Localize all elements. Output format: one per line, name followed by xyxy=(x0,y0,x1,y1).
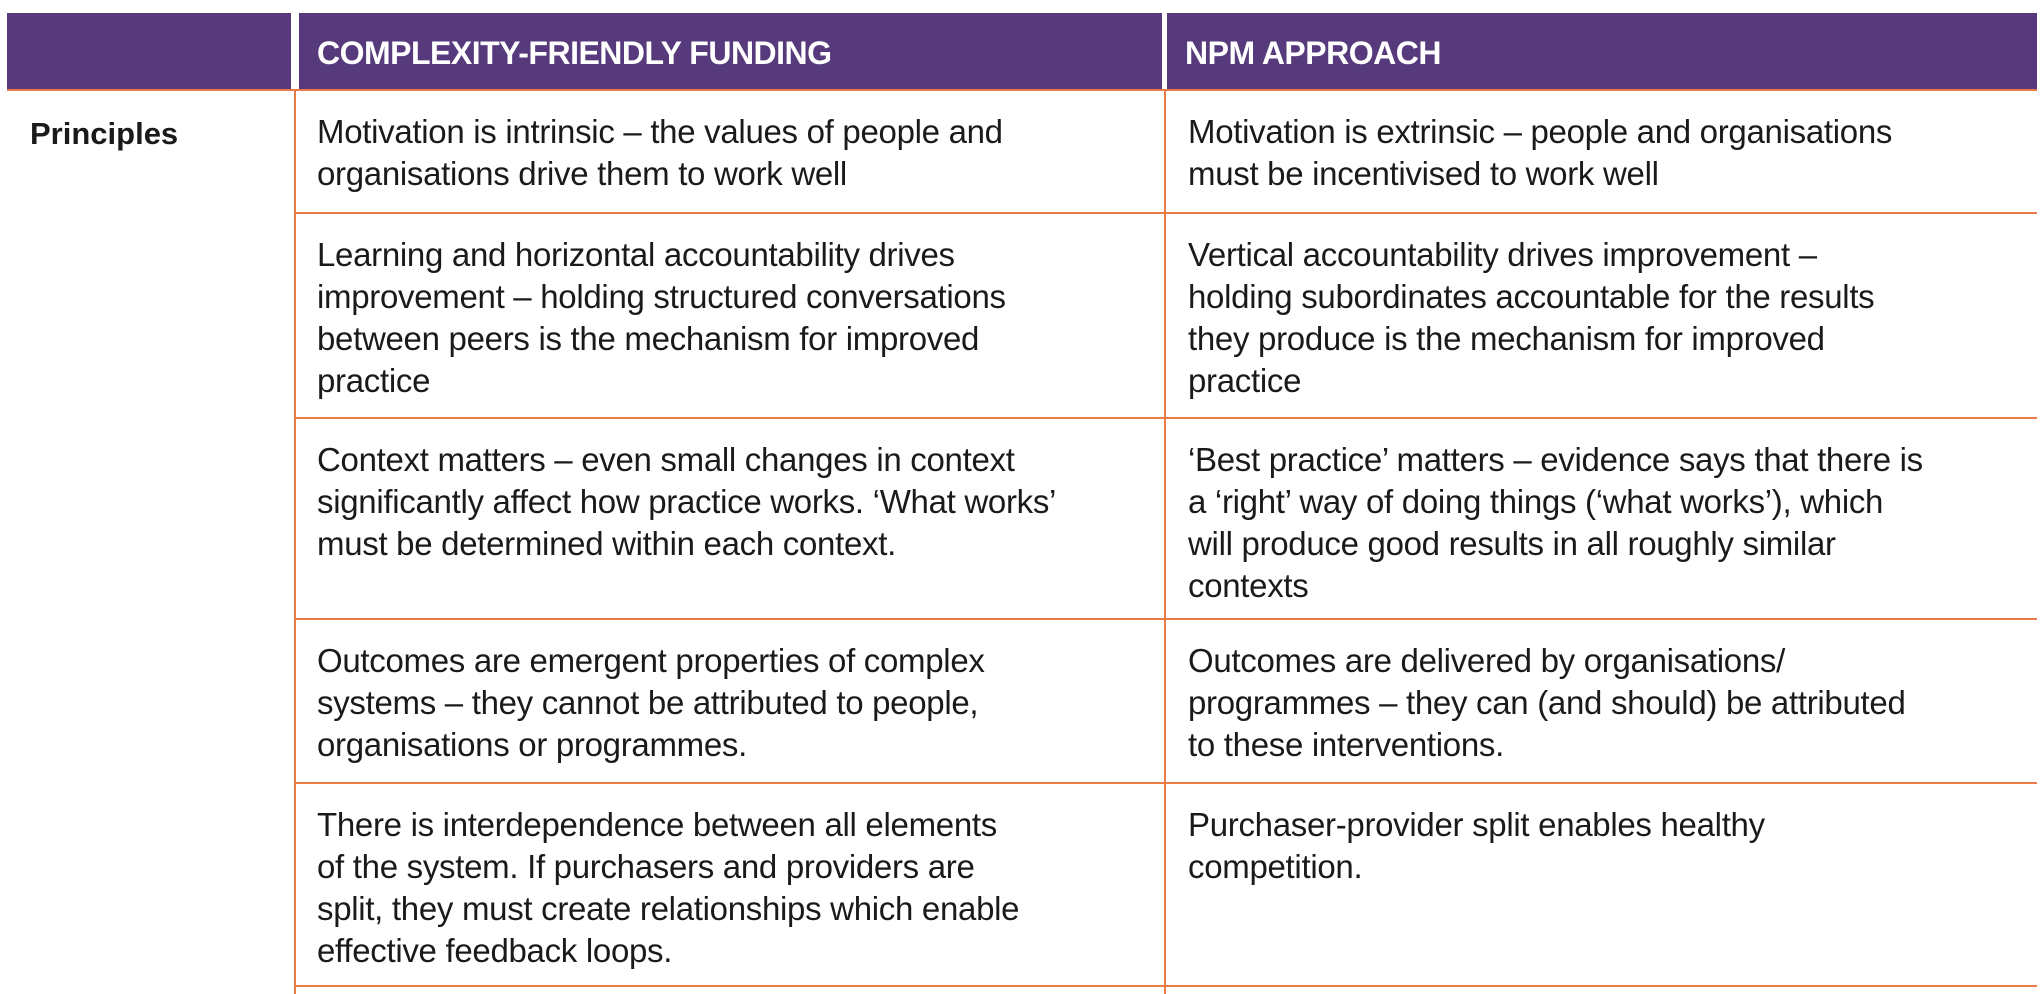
cell-text-line: Motivation is intrinsic – the values of … xyxy=(317,113,1003,150)
cell-text-line: improvement – holding structured convers… xyxy=(317,278,1006,315)
header-complexity-friendly-funding: COMPLEXITY-FRIENDLY FUNDING xyxy=(299,13,1162,89)
row-divider xyxy=(295,417,2037,419)
cell-text-line: of the system. If purchasers and provide… xyxy=(317,848,975,885)
row-divider xyxy=(295,618,2037,620)
cell-text-line: must be determined within each context. xyxy=(317,525,896,562)
cell-text-line: Learning and horizontal accountability d… xyxy=(317,236,955,273)
cell-text-line: between peers is the mechanism for impro… xyxy=(317,320,980,357)
cell-text-line: split, they must create relationships wh… xyxy=(317,890,1020,927)
cell-text-line: ‘Best practice’ matters – evidence says … xyxy=(1188,441,1923,478)
header-npm-approach: NPM APPROACH xyxy=(1167,13,2037,89)
npm-approach-cell: Purchaser-provider split enables healthy… xyxy=(1188,804,1765,888)
npm-approach-cell: ‘Best practice’ matters – evidence says … xyxy=(1188,439,1923,607)
row-label-principles: Principles xyxy=(30,116,179,151)
cell-text-line: organisations drive them to work well xyxy=(317,155,847,192)
cell-text-line: organisations or programmes. xyxy=(317,726,747,763)
header-label: NPM APPROACH xyxy=(1185,35,1441,71)
column-divider xyxy=(294,89,296,994)
cell-text-line: practice xyxy=(317,362,431,399)
cell-text-line: to these interventions. xyxy=(1188,726,1504,763)
cell-text-line: practice xyxy=(1188,362,1302,399)
cell-text-line: Context matters – even small changes in … xyxy=(317,441,1015,478)
cell-text-line: they produce is the mechanism for improv… xyxy=(1188,320,1825,357)
row-divider xyxy=(295,985,2037,987)
npm-approach-cell: Motivation is extrinsic – people and org… xyxy=(1188,111,1892,195)
row-divider xyxy=(295,212,2037,214)
cell-text-line: must be incentivised to work well xyxy=(1188,155,1659,192)
cell-text-line: Outcomes are delivered by organisations/ xyxy=(1188,642,1785,679)
cell-text-line: systems – they cannot be attributed to p… xyxy=(317,684,979,721)
complexity-friendly-cell: Context matters – even small changes in … xyxy=(317,439,1056,565)
cell-text-line: Vertical accountability drives improveme… xyxy=(1188,236,1817,273)
row-divider xyxy=(295,782,2037,784)
header-divider xyxy=(7,89,2037,91)
complexity-friendly-cell: Learning and horizontal accountability d… xyxy=(317,234,1006,402)
complexity-friendly-cell: There is interdependence between all ele… xyxy=(317,804,1020,972)
cell-text-line: competition. xyxy=(1188,848,1363,885)
header-cell-empty xyxy=(7,13,291,89)
npm-approach-cell: Vertical accountability drives improveme… xyxy=(1188,234,1875,402)
complexity-friendly-cell: Outcomes are emergent properties of comp… xyxy=(317,640,985,766)
cell-text-line: effective feedback loops. xyxy=(317,932,673,969)
cell-text-line: a ‘right’ way of doing things (‘what wor… xyxy=(1188,483,1884,520)
cell-text-line: programmes – they can (and should) be at… xyxy=(1188,684,1906,721)
cell-text-line: Outcomes are emergent properties of comp… xyxy=(317,642,985,679)
cell-text-line: holding subordinates accountable for the… xyxy=(1188,278,1875,315)
cell-text-line: significantly affect how practice works.… xyxy=(317,483,1057,520)
npm-approach-cell: Outcomes are delivered by organisations/… xyxy=(1188,640,1906,766)
cell-text-line: will produce good results in all roughly… xyxy=(1188,525,1836,562)
complexity-friendly-cell: Motivation is intrinsic – the values of … xyxy=(317,111,1003,195)
cell-text-line: contexts xyxy=(1188,567,1309,604)
column-divider xyxy=(1164,89,1166,994)
header-label: COMPLEXITY-FRIENDLY FUNDING xyxy=(317,35,832,71)
cell-text-line: Motivation is extrinsic – people and org… xyxy=(1188,113,1893,150)
cell-text-line: Purchaser-provider split enables healthy xyxy=(1188,806,1765,843)
cell-text-line: There is interdependence between all ele… xyxy=(317,806,997,843)
